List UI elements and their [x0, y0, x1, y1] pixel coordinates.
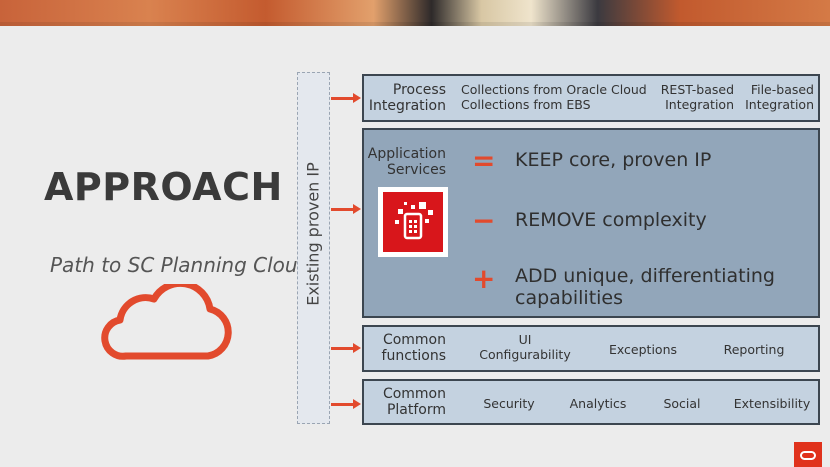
- add-line2: capabilities: [515, 287, 624, 309]
- keep-symbol: =: [472, 144, 496, 177]
- common-platform-panel: [362, 379, 820, 425]
- file-line2: Integration: [745, 97, 814, 112]
- remove-symbol: −: [472, 204, 496, 237]
- add-line1: ADD unique, differentiating: [515, 265, 775, 287]
- extensibility: Extensibility: [733, 396, 811, 411]
- slide-subtitle: Path to SC Planning Cloud: [50, 253, 311, 277]
- add-text: ADD unique, differentiating capabilities: [515, 265, 775, 309]
- existing-ip-bar: [297, 72, 330, 424]
- reporting: Reporting: [723, 342, 785, 357]
- rest-line1: REST-based: [660, 82, 734, 97]
- application-services-label: Application Services: [362, 146, 446, 178]
- ui-line1: UI: [518, 332, 532, 347]
- keep-text: KEEP core, proven IP: [515, 149, 712, 171]
- ui-line2: Configurability: [479, 347, 571, 362]
- arrow-app-services: [331, 204, 361, 214]
- app-label-line2: Services: [386, 162, 446, 178]
- rest-line2: Integration: [665, 97, 734, 112]
- cloud-outline-icon: [101, 284, 232, 360]
- security: Security: [483, 396, 535, 411]
- process-integration-panel: [362, 74, 820, 122]
- platform-label-line1: Common: [382, 386, 446, 402]
- header-banner: [0, 0, 830, 26]
- collections-oracle-cloud: Collections from Oracle Cloud: [461, 82, 647, 97]
- analytics: Analytics: [569, 396, 627, 411]
- social: Social: [663, 396, 701, 411]
- functions-label-line1: Common: [382, 332, 446, 348]
- ui-configurability: UI Configurability: [475, 332, 575, 362]
- collections-ebs: Collections from EBS: [461, 97, 591, 112]
- app-services-glyph-icon: [395, 202, 433, 240]
- platform-label-line2: Platform: [386, 402, 446, 418]
- arrow-common-platform: [331, 399, 361, 409]
- common-functions-label: Common functions: [362, 332, 446, 364]
- file-line1: File-based: [750, 82, 814, 97]
- oracle-logo-icon: [794, 442, 822, 467]
- banner-shadow: [0, 22, 830, 26]
- remove-text: REMOVE complexity: [515, 209, 707, 231]
- exceptions: Exceptions: [608, 342, 678, 357]
- functions-label-line2: functions: [381, 348, 446, 364]
- app-services-icon: [378, 187, 448, 257]
- process-label-line2: Integration: [368, 98, 446, 114]
- rest-integration: REST-based Integration: [652, 82, 734, 112]
- arrow-common-functions: [331, 343, 361, 353]
- file-integration: File-based Integration: [736, 82, 814, 112]
- slide-title: APPROACH: [44, 165, 283, 209]
- existing-ip-label: Existing proven IP: [303, 162, 323, 306]
- common-platform-label: Common Platform: [362, 386, 446, 418]
- common-functions-panel: [362, 325, 820, 372]
- arrow-process: [331, 93, 361, 103]
- add-symbol: +: [472, 262, 496, 295]
- collections-group: Collections from Oracle Cloud Collection…: [461, 82, 647, 112]
- process-integration-label: Process Integration: [362, 82, 446, 114]
- app-label-line1: Application: [367, 146, 446, 162]
- process-label-line1: Process: [392, 82, 446, 98]
